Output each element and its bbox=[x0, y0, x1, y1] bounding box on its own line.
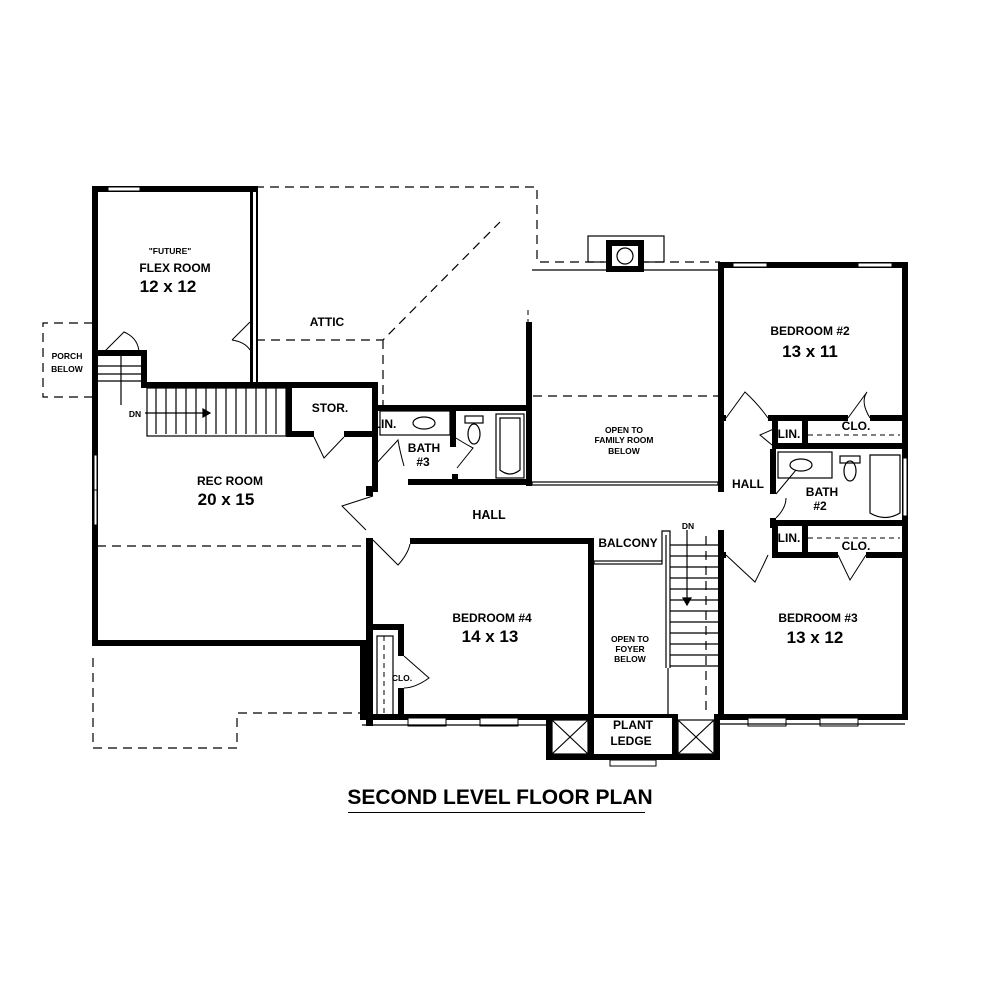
title-underline bbox=[348, 812, 645, 813]
closet-bed2-label: CLO. bbox=[842, 419, 871, 433]
plant-ledge-1: PLANT bbox=[613, 718, 654, 732]
open-foyer-3: BELOW bbox=[614, 654, 647, 664]
dashed-outlines bbox=[42, 186, 900, 749]
stair-right[interactable] bbox=[670, 530, 718, 667]
stair-left-dn: DN bbox=[129, 409, 141, 419]
closet-bed3-label: CLO. bbox=[842, 539, 871, 553]
hall-main-label: HALL bbox=[472, 508, 506, 522]
linen-bed2-label: LIN. bbox=[778, 427, 801, 441]
bedroom3-name: BEDROOM #3 bbox=[778, 611, 858, 625]
room-labels: "FUTURE" FLEX ROOM 12 x 12 PORCH BELOW A… bbox=[51, 246, 870, 748]
bath3-label-1: BATH bbox=[408, 441, 440, 455]
linen-bath2-label: LIN. bbox=[778, 531, 801, 545]
bath2-label-1: BATH bbox=[806, 485, 838, 499]
walls bbox=[92, 186, 908, 760]
rec-room-size: 20 x 15 bbox=[198, 490, 255, 509]
flex-room-note: "FUTURE" bbox=[149, 246, 192, 256]
bedroom3-size: 13 x 12 bbox=[787, 628, 844, 647]
doors bbox=[231, 321, 871, 689]
open-family-3: BELOW bbox=[608, 446, 641, 456]
open-foyer-1: OPEN TO bbox=[611, 634, 649, 644]
closet-bed4-label: CLO. bbox=[392, 673, 412, 683]
bedroom2-size: 13 x 11 bbox=[782, 342, 838, 361]
plan-title: SECOND LEVEL FLOOR PLAN bbox=[347, 786, 653, 809]
stair-right-dn: DN bbox=[682, 521, 694, 531]
balcony-label: BALCONY bbox=[598, 536, 657, 550]
bath3-label-2: #3 bbox=[416, 455, 430, 469]
chimney bbox=[587, 235, 665, 272]
thin-lines bbox=[376, 269, 719, 755]
hall-right-label: HALL bbox=[732, 477, 764, 491]
storage-label: STOR. bbox=[312, 401, 348, 415]
open-foyer-2: FOYER bbox=[615, 644, 644, 654]
fixtures bbox=[379, 410, 901, 519]
bedroom4-size: 14 x 13 bbox=[462, 627, 519, 646]
porch-label-1: PORCH bbox=[52, 351, 83, 361]
open-family-2: FAMILY ROOM bbox=[594, 435, 653, 445]
porch-label-2: BELOW bbox=[51, 364, 84, 374]
bath2-label-2: #2 bbox=[813, 499, 827, 513]
plant-ledge-2: LEDGE bbox=[610, 734, 651, 748]
bedroom2-name: BEDROOM #2 bbox=[770, 324, 850, 338]
flex-room-size: 12 x 12 bbox=[140, 277, 197, 296]
stair-left[interactable] bbox=[97, 331, 287, 437]
linen-bath3-label: LIN. bbox=[374, 417, 397, 431]
bedroom4-name: BEDROOM #4 bbox=[452, 611, 532, 625]
open-family-1: OPEN TO bbox=[605, 425, 643, 435]
windows bbox=[93, 186, 908, 767]
attic-label: ATTIC bbox=[310, 315, 345, 329]
flex-room-name: FLEX ROOM bbox=[139, 261, 210, 275]
rec-room-name: REC ROOM bbox=[197, 474, 263, 488]
